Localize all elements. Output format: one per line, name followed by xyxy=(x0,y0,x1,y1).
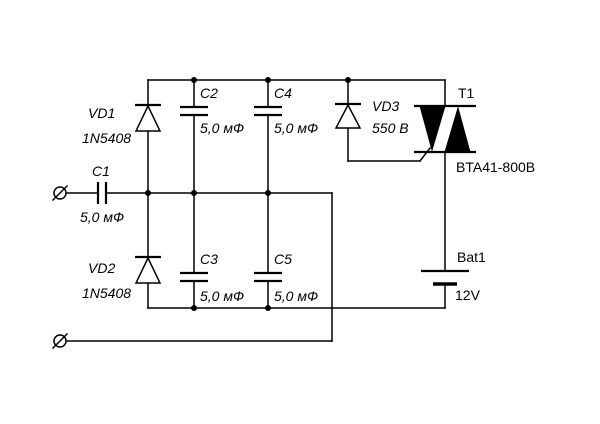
t1-value-label: BTA41-800B xyxy=(456,159,535,175)
diode-vd1 xyxy=(134,103,162,132)
c2-value-label: 5,0 мФ xyxy=(200,120,244,136)
vd1-ref-label: VD1 xyxy=(88,105,115,121)
vd2-ref-label: VD2 xyxy=(88,260,115,276)
c5-value-label: 5,0 мФ xyxy=(274,288,318,304)
gate-wire xyxy=(418,146,432,163)
junction-dot xyxy=(191,77,197,83)
capacitor-c2 xyxy=(180,105,208,117)
capacitor-c4 xyxy=(254,105,282,117)
c3-ref-label: C3 xyxy=(200,251,218,267)
bat1-value-label: 12V xyxy=(455,287,481,303)
vd1-value-label: 1N5408 xyxy=(82,130,131,146)
junction-dot xyxy=(265,190,271,196)
junction-dot xyxy=(265,77,271,83)
junction-dot xyxy=(345,77,351,83)
junction-dot xyxy=(145,190,151,196)
c3-value-label: 5,0 мФ xyxy=(200,288,244,304)
diode-vd2 xyxy=(134,255,162,284)
diode-vd3 xyxy=(334,102,362,129)
junctions xyxy=(145,77,351,311)
t1-ref-label: T1 xyxy=(458,85,475,101)
triac-t1 xyxy=(414,104,476,154)
c1-ref-label: C1 xyxy=(92,163,110,179)
capacitor-c3 xyxy=(180,271,208,283)
wires xyxy=(65,79,446,342)
vd3-ref-label: VD3 xyxy=(372,98,399,114)
labels: VD1 1N5408 C1 5,0 мФ VD2 1N5408 C2 5,0 м… xyxy=(80,85,535,304)
c4-value-label: 5,0 мФ xyxy=(274,120,318,136)
bat1-ref-label: Bat1 xyxy=(457,249,486,265)
junction-dot xyxy=(191,190,197,196)
junction-dot xyxy=(191,305,197,311)
c1-value-label: 5,0 мФ xyxy=(80,209,124,225)
input-terminal-1 xyxy=(51,184,69,202)
battery-bat1 xyxy=(421,269,469,286)
vd3-value-label: 550 В xyxy=(372,120,409,136)
c5-ref-label: C5 xyxy=(274,251,292,267)
input-terminal-2 xyxy=(51,332,69,350)
vd2-value-label: 1N5408 xyxy=(82,285,131,301)
c2-ref-label: C2 xyxy=(200,85,218,101)
junction-dot xyxy=(265,305,271,311)
capacitor-c5 xyxy=(254,271,282,283)
c4-ref-label: C4 xyxy=(274,85,292,101)
capacitor-c1 xyxy=(96,182,108,204)
